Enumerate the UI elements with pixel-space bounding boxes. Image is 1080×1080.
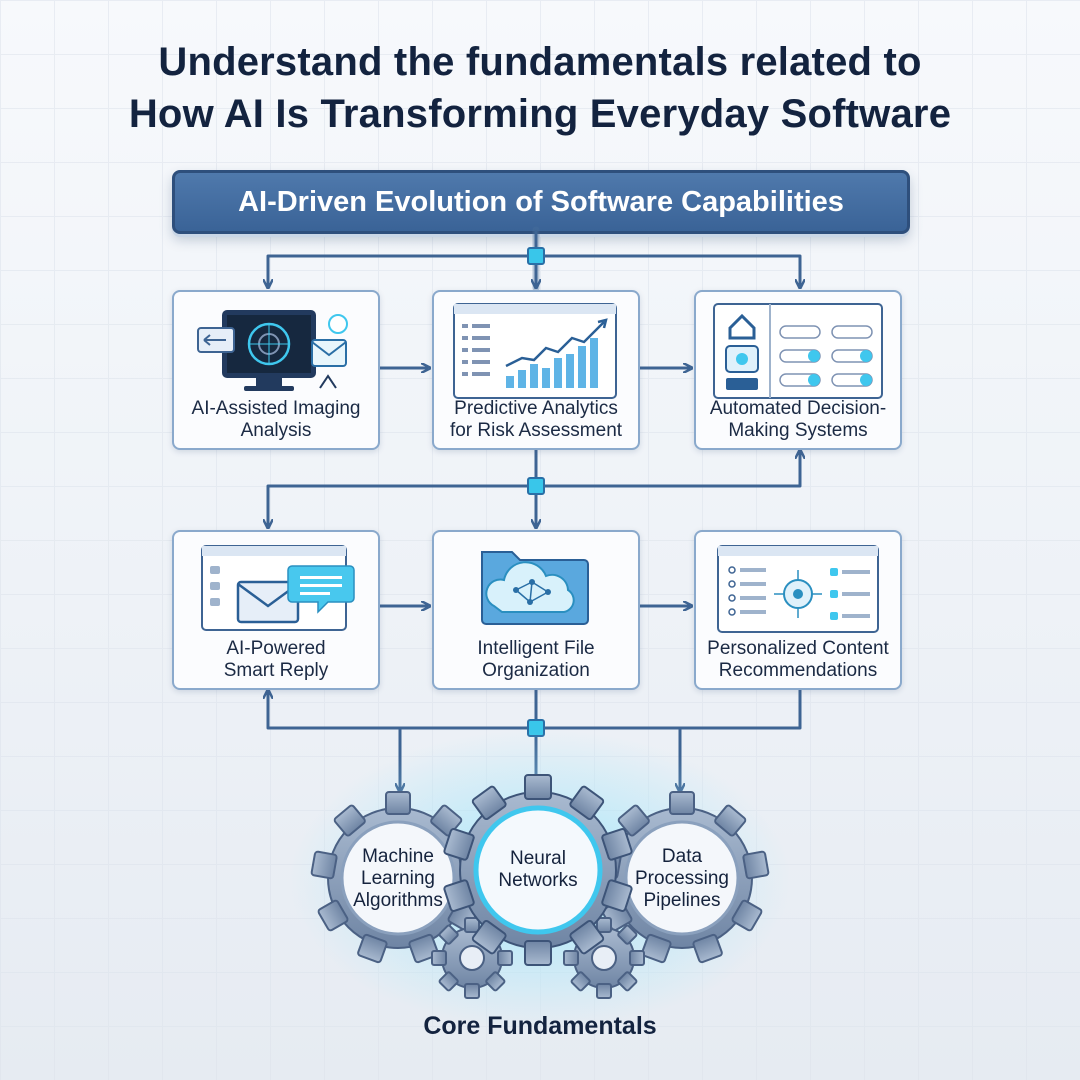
card-label: AI-Assisted Imaging Analysis	[178, 398, 374, 442]
card-label-line1: Automated Decision-	[709, 398, 887, 419]
connector-top-right	[536, 254, 800, 286]
gear-label-line: Networks	[498, 870, 578, 891]
card-label-line1: Intelligent File	[477, 638, 595, 659]
card-label: AI-Powered Smart Reply	[178, 638, 374, 682]
card-label-line2: Recommendations	[718, 660, 878, 681]
card-label-line1: AI-Powered	[226, 638, 326, 659]
page-title: Understand the fundamentals related to H…	[40, 36, 1040, 140]
gear-label-neural-networks: Neural Networks	[478, 848, 598, 892]
card-predictive-analytics: Predictive Analytics for Risk Assessment	[432, 290, 640, 450]
card-label-line1: Personalized Content	[707, 638, 889, 659]
card-file-organization: Intelligent File Organization	[432, 530, 640, 690]
card-label-line2: Smart Reply	[223, 660, 329, 681]
banner-label: AI-Driven Evolution of Software Capabili…	[238, 185, 844, 218]
gear-label-machine-learning: Machine Learning Algorithms	[336, 846, 460, 912]
gear-label-line: Machine	[362, 846, 434, 867]
card-label-line2: Organization	[482, 660, 590, 681]
gear-neural-networks	[443, 774, 633, 966]
card-label-line2: for Risk Assessment	[449, 420, 623, 441]
gear-label-line: Pipelines	[643, 890, 721, 911]
banner-header: AI-Driven Evolution of Software Capabili…	[172, 170, 910, 234]
card-label: Automated Decision- Making Systems	[700, 398, 896, 442]
gear-small-left	[431, 917, 513, 999]
card-imaging-analysis: AI-Assisted Imaging Analysis	[172, 290, 380, 450]
control-panel-icon	[713, 303, 883, 399]
card-content-recommendations: Personalized Content Recommendations	[694, 530, 902, 690]
card-decision-making: Automated Decision- Making Systems	[694, 290, 902, 450]
email-reply-icon	[201, 545, 355, 631]
gear-label-line: Processing	[635, 868, 729, 889]
connector-bottom-right-card	[536, 688, 802, 730]
card-label-line1: Predictive Analytics	[454, 398, 618, 419]
card-label: Personalized Content Recommendations	[700, 638, 896, 682]
card-label-line2: Analysis	[240, 420, 312, 441]
gear-label-line: Data	[661, 846, 703, 867]
connector-top-left	[268, 254, 536, 286]
monitor-imaging-icon	[197, 310, 348, 391]
recommendation-dashboard-icon	[717, 545, 879, 633]
card-label: Intelligent File Organization	[438, 638, 634, 682]
gear-label-data-processing: Data Processing Pipelines	[620, 846, 744, 912]
junction-node	[527, 477, 545, 495]
gear-label-line: Neural	[510, 848, 566, 869]
gear-machine-learning	[310, 791, 486, 964]
junction-node	[527, 247, 545, 265]
card-smart-reply: AI-Powered Smart Reply	[172, 530, 380, 690]
card-label-line2: Making Systems	[728, 420, 868, 441]
connector-mid-right	[536, 452, 800, 488]
bar-chart-icon	[453, 303, 617, 399]
gear-label-line: Algorithms	[353, 890, 443, 911]
title-line-1: Understand the fundamentals related to	[158, 40, 922, 84]
title-line-2: How AI Is Transforming Everyday Software	[128, 92, 952, 136]
card-label: Predictive Analytics for Risk Assessment	[438, 398, 634, 442]
connector-bottom-left-card	[268, 692, 536, 730]
card-label-line1: AI-Assisted Imaging	[191, 398, 361, 419]
gear-label-line: Learning	[361, 868, 435, 889]
footer-core-fundamentals: Core Fundamentals	[423, 1012, 657, 1040]
folder-cloud-icon	[481, 551, 589, 625]
connector-mid-left	[268, 484, 536, 526]
